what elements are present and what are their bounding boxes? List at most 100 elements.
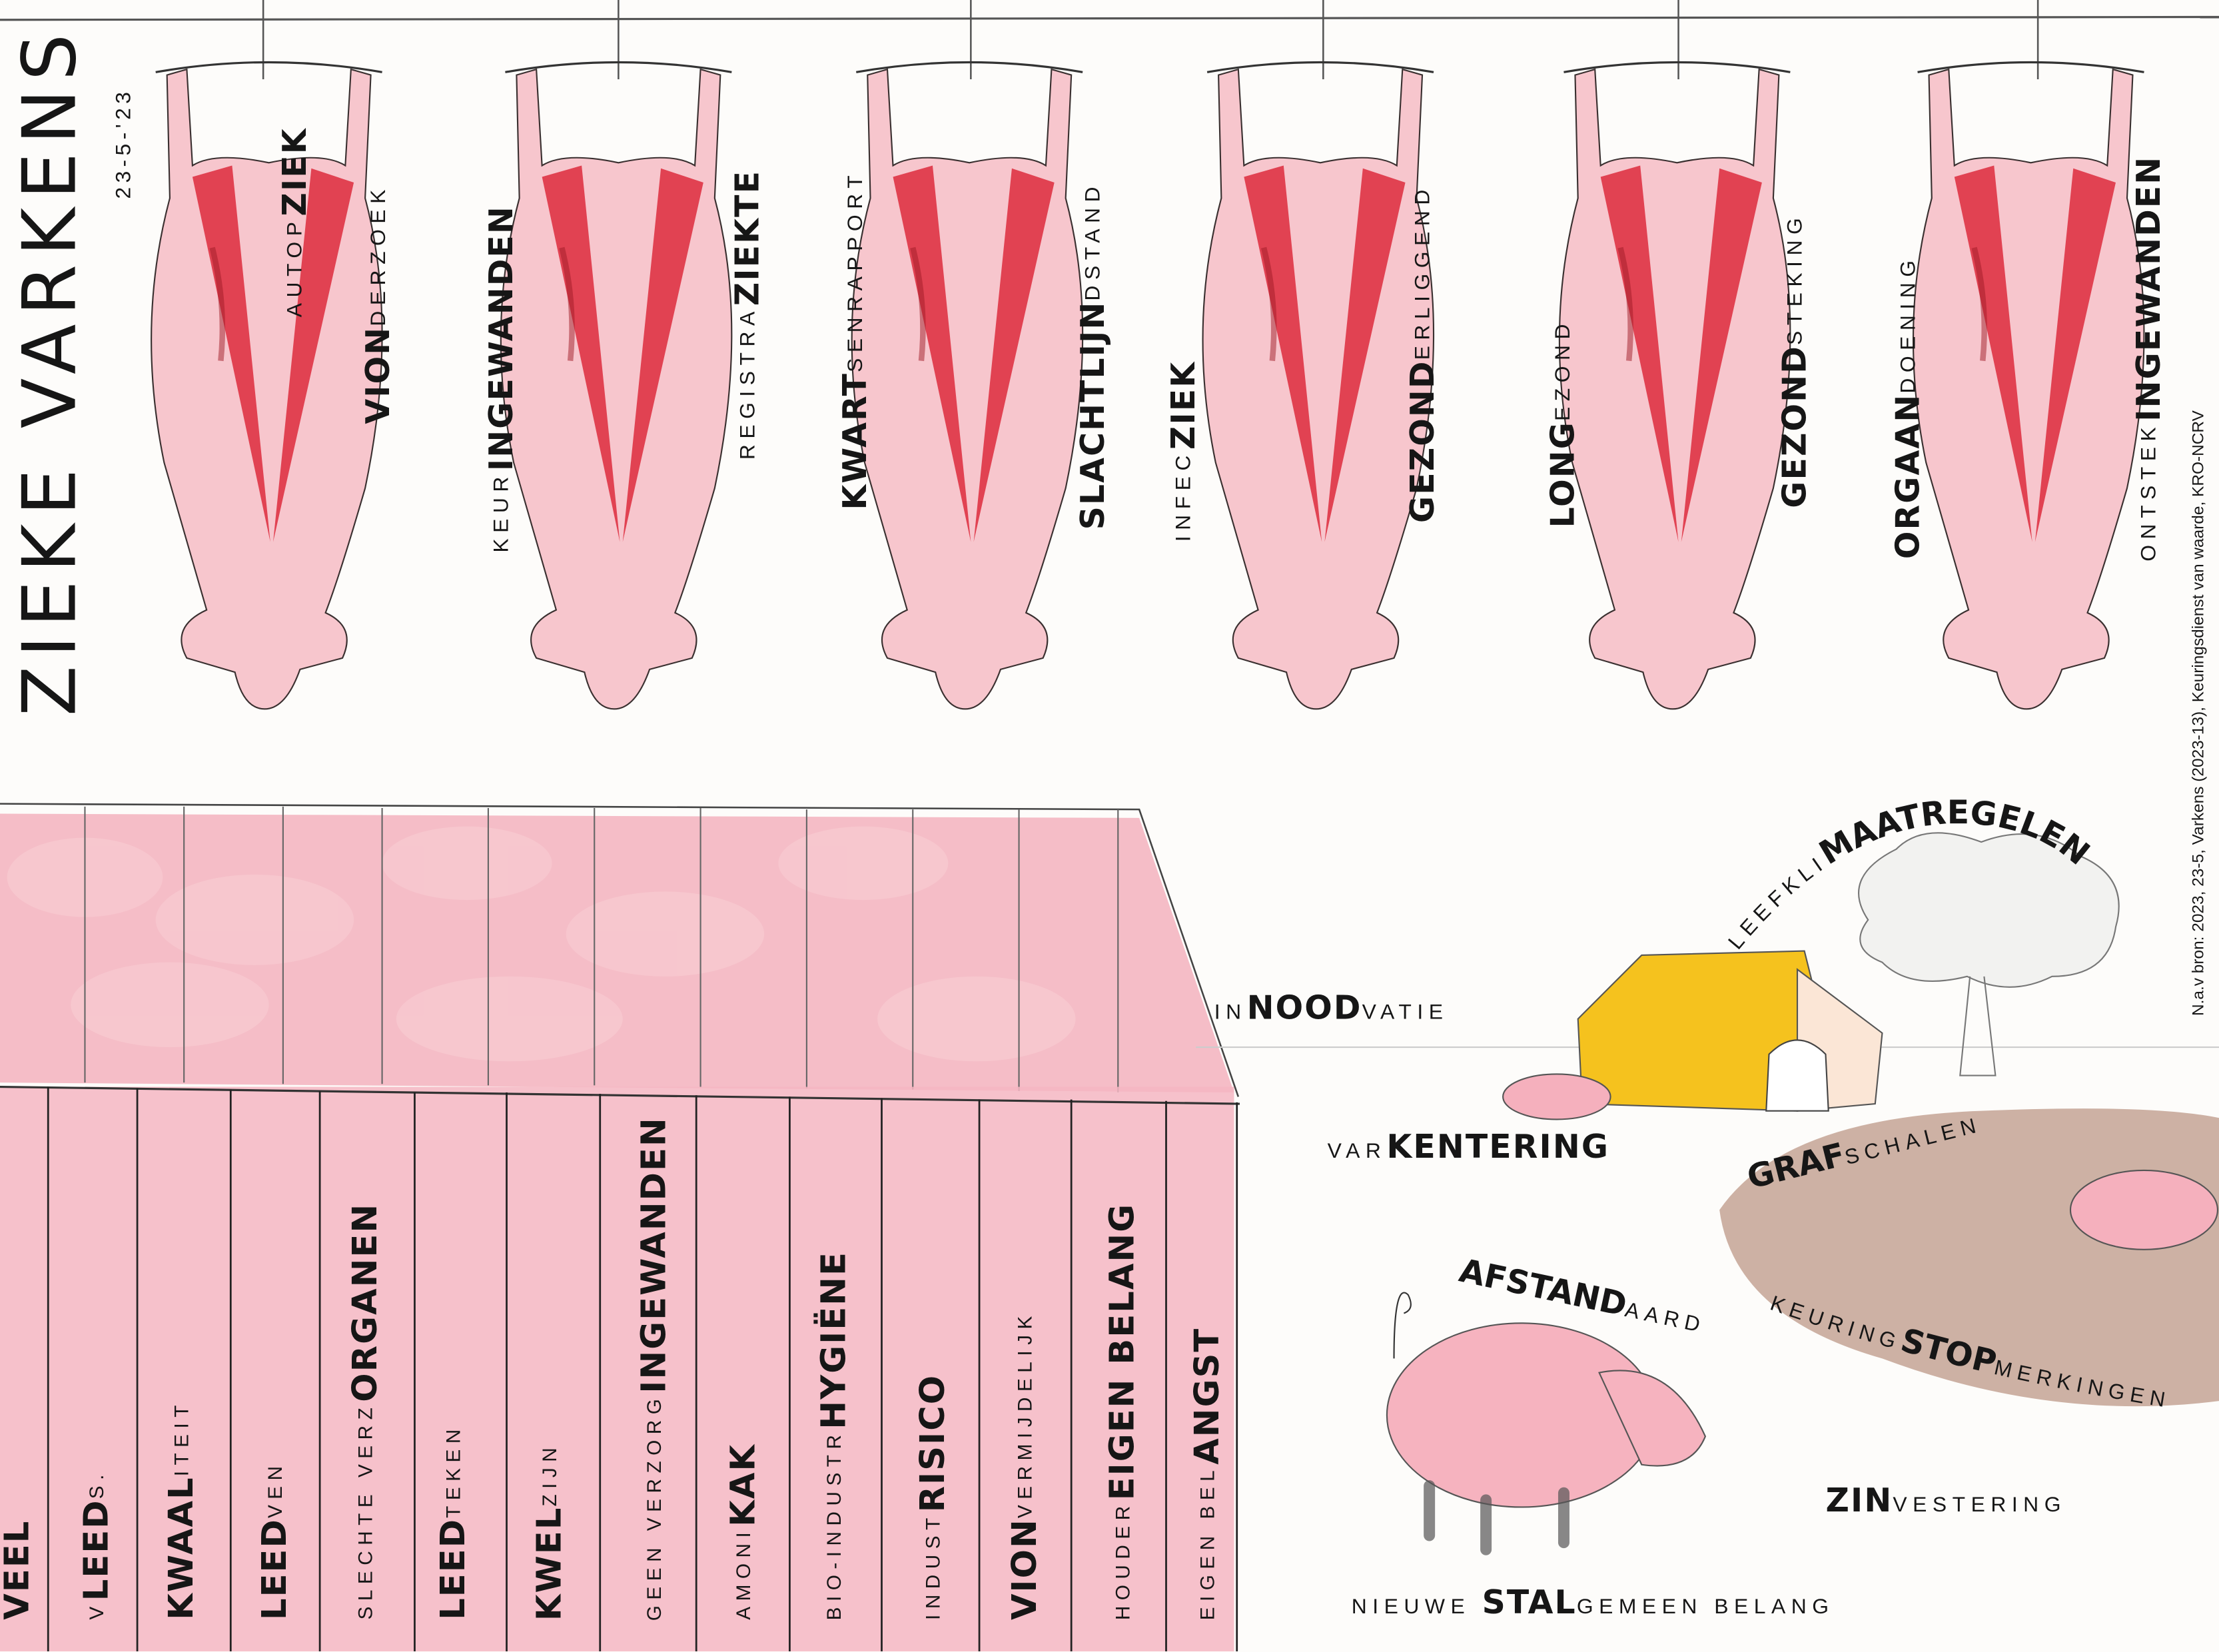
bold-word-part: LEED <box>76 1499 117 1602</box>
light-word-part: INDUST <box>921 1512 944 1621</box>
light-word-part: DOENING <box>1896 254 1921 394</box>
light-word-part: VERMIJDELIJK <box>1013 1310 1037 1519</box>
bold-word-part: VION <box>360 326 398 424</box>
light-word-part: VESTERING <box>1893 1493 2066 1517</box>
bar-word: AMONIKAK <box>723 1444 763 1621</box>
carcass-5-right-word: GEZONDSTEKING <box>1777 212 1814 508</box>
bold-word-part: KWEL <box>529 1505 570 1621</box>
light-word-part: DERZOEK <box>366 184 391 326</box>
light-word-part: KEUR <box>490 471 514 553</box>
bold-word-part: KWAAL <box>161 1476 201 1621</box>
standing-pig <box>1386 1322 1657 1508</box>
bold-word-part: STAL <box>1482 1585 1577 1622</box>
pig-carcass-6 <box>1913 62 2144 709</box>
pig-pen <box>0 803 1240 1652</box>
bold-word-part: NOOD <box>1246 991 1362 1028</box>
bar-word: EIGEN BELANGST <box>1187 1328 1226 1621</box>
light-word-part: TEKEN <box>441 1424 464 1519</box>
bar-word: VIONVERMIJDELIJK <box>1005 1310 1045 1621</box>
light-word-part: EZOND <box>1551 318 1575 422</box>
carcass-2-left-word: KEURINGEWANDEN <box>484 205 521 553</box>
bold-word-part: LEED <box>254 1518 294 1621</box>
bold-word-part: KAK <box>723 1444 763 1527</box>
carcass-2-right-word: REGISTRAZIEKTE <box>730 169 767 460</box>
light-word-part: V <box>85 1601 108 1621</box>
bold-word-part: EIGEN BELANG <box>1102 1203 1142 1501</box>
hanging-rail <box>0 15 2219 21</box>
bar-word: VEEL <box>0 1520 37 1621</box>
light-word-part: VEN <box>263 1460 286 1519</box>
light-word-part: STEKING <box>1783 212 1807 346</box>
light-word-part: NIEUWE <box>1351 1595 1482 1619</box>
light-word-part: GEMEEN BELANG <box>1576 1595 1835 1619</box>
light-word-part: AUTOP <box>282 216 307 318</box>
bold-word-part: HYGIËNE <box>813 1251 854 1430</box>
pig-in-mud <box>2069 1169 2218 1250</box>
light-word-part: INFEC <box>1172 450 1196 542</box>
light-word-part: SLECHTE VERZ <box>354 1402 377 1621</box>
date-label: 23-5-'23 <box>111 87 136 199</box>
carcass-1-right-word: VIONDERZOEK <box>360 184 398 424</box>
varkentering-label: VARKENTERING <box>1327 1129 1610 1166</box>
light-word-part: AMONI <box>731 1527 755 1621</box>
page-title: ZIEKE VARKENS <box>8 25 94 717</box>
bold-word-part: KENTERING <box>1386 1129 1610 1166</box>
carcass-4-right-word: GEZONDERLIGGEND <box>1405 184 1442 524</box>
bar-word: KWELZIJN <box>529 1442 570 1621</box>
bar-word: GEEN VERZORGINGEWANDEN <box>634 1116 674 1621</box>
bold-word-part: RISICO <box>913 1374 953 1513</box>
light-word-part: GEEN VERZORG <box>642 1392 666 1621</box>
pig-carcass-1 <box>151 62 382 709</box>
pig-carcass-5 <box>1559 62 1790 709</box>
light-word-part: HOUDER <box>1110 1500 1134 1621</box>
bold-word-part: ZIEK <box>277 127 314 216</box>
light-word-part: VAR <box>1327 1139 1387 1164</box>
bar-word: HOUDEREIGEN BELANG <box>1102 1203 1142 1621</box>
light-word-part: ITEIT <box>169 1400 193 1477</box>
tree-icon <box>1858 832 2120 988</box>
pig-carcass-2 <box>501 62 731 709</box>
bar-word: SLECHTE VERZORGANEN <box>345 1203 385 1621</box>
source-credit: N.a.v bron: 2023, 23-5, Varkens (2023-13… <box>2190 410 2208 1017</box>
bold-word-part: LONG <box>1545 421 1583 528</box>
light-word-part: ERLIGGEND <box>1411 184 1436 360</box>
bar-word: LEEDTEKEN <box>433 1424 473 1621</box>
bold-word-part: INGEWANDEN <box>484 205 521 472</box>
light-word-part: VATIE <box>1362 1000 1449 1025</box>
bold-word-part: INGEWANDEN <box>634 1116 674 1393</box>
carcass-6-right-word: ONTSTEKINGEWANDEN <box>2131 156 2168 562</box>
innoodvatie-label: INNOODVATIE <box>1214 993 1449 1026</box>
bold-word-part: LEED <box>433 1518 473 1621</box>
bold-word-part: ZIEK <box>1166 360 1203 450</box>
farm-scene: LEEFKLIMAATREGELEN GRAFSCHALEN AFSTANDAA… <box>1196 793 2219 1555</box>
bar-word: BIO-INDUSTRHYGIËNE <box>813 1251 854 1621</box>
pig-carcass-4 <box>1203 62 1434 709</box>
bold-word-part: ZIN <box>1825 1483 1893 1520</box>
carcass-4-left-word: INFECZIEK <box>1166 360 1203 542</box>
bold-word-part: ZIEKTE <box>730 169 767 306</box>
bold-word-part: ORGANEN <box>345 1203 385 1403</box>
bold-word-part: VION <box>1005 1518 1045 1621</box>
carcass-1-left-word: AUTOPZIEK <box>277 127 314 318</box>
light-word-part: BIO-INDUSTR <box>822 1429 845 1621</box>
bold-word-part: VEEL <box>0 1520 37 1621</box>
bar-word: VLEEDS. <box>76 1469 117 1621</box>
bold-word-part: ORGAAN <box>1891 393 1928 560</box>
bold-word-part: KWART <box>837 372 875 510</box>
light-word-part: DSTAND <box>1081 181 1106 301</box>
light-word-part: SENRAPPORT <box>843 169 868 372</box>
zinvestering-label: ZINVESTERING <box>1825 1483 2066 1520</box>
carcass-6-left-word: ORGAANDOENING <box>1891 254 1928 560</box>
light-word-part: S. <box>85 1469 108 1500</box>
carcass-3-left-word: KWARTSENRAPPORT <box>837 169 875 510</box>
bold-word-part: SLACHTLIJN <box>1075 300 1112 530</box>
bold-word-part: GEZOND <box>1405 360 1442 524</box>
light-word-part: EIGEN BEL <box>1196 1464 1219 1621</box>
carcass-5-left-word: LONGEZOND <box>1545 318 1583 528</box>
light-word-part: ZIJN <box>538 1442 561 1506</box>
small-pig <box>1502 1073 1611 1120</box>
light-word-part: ONTSTEK <box>2136 421 2161 562</box>
pig-carcass-3 <box>852 62 1083 709</box>
